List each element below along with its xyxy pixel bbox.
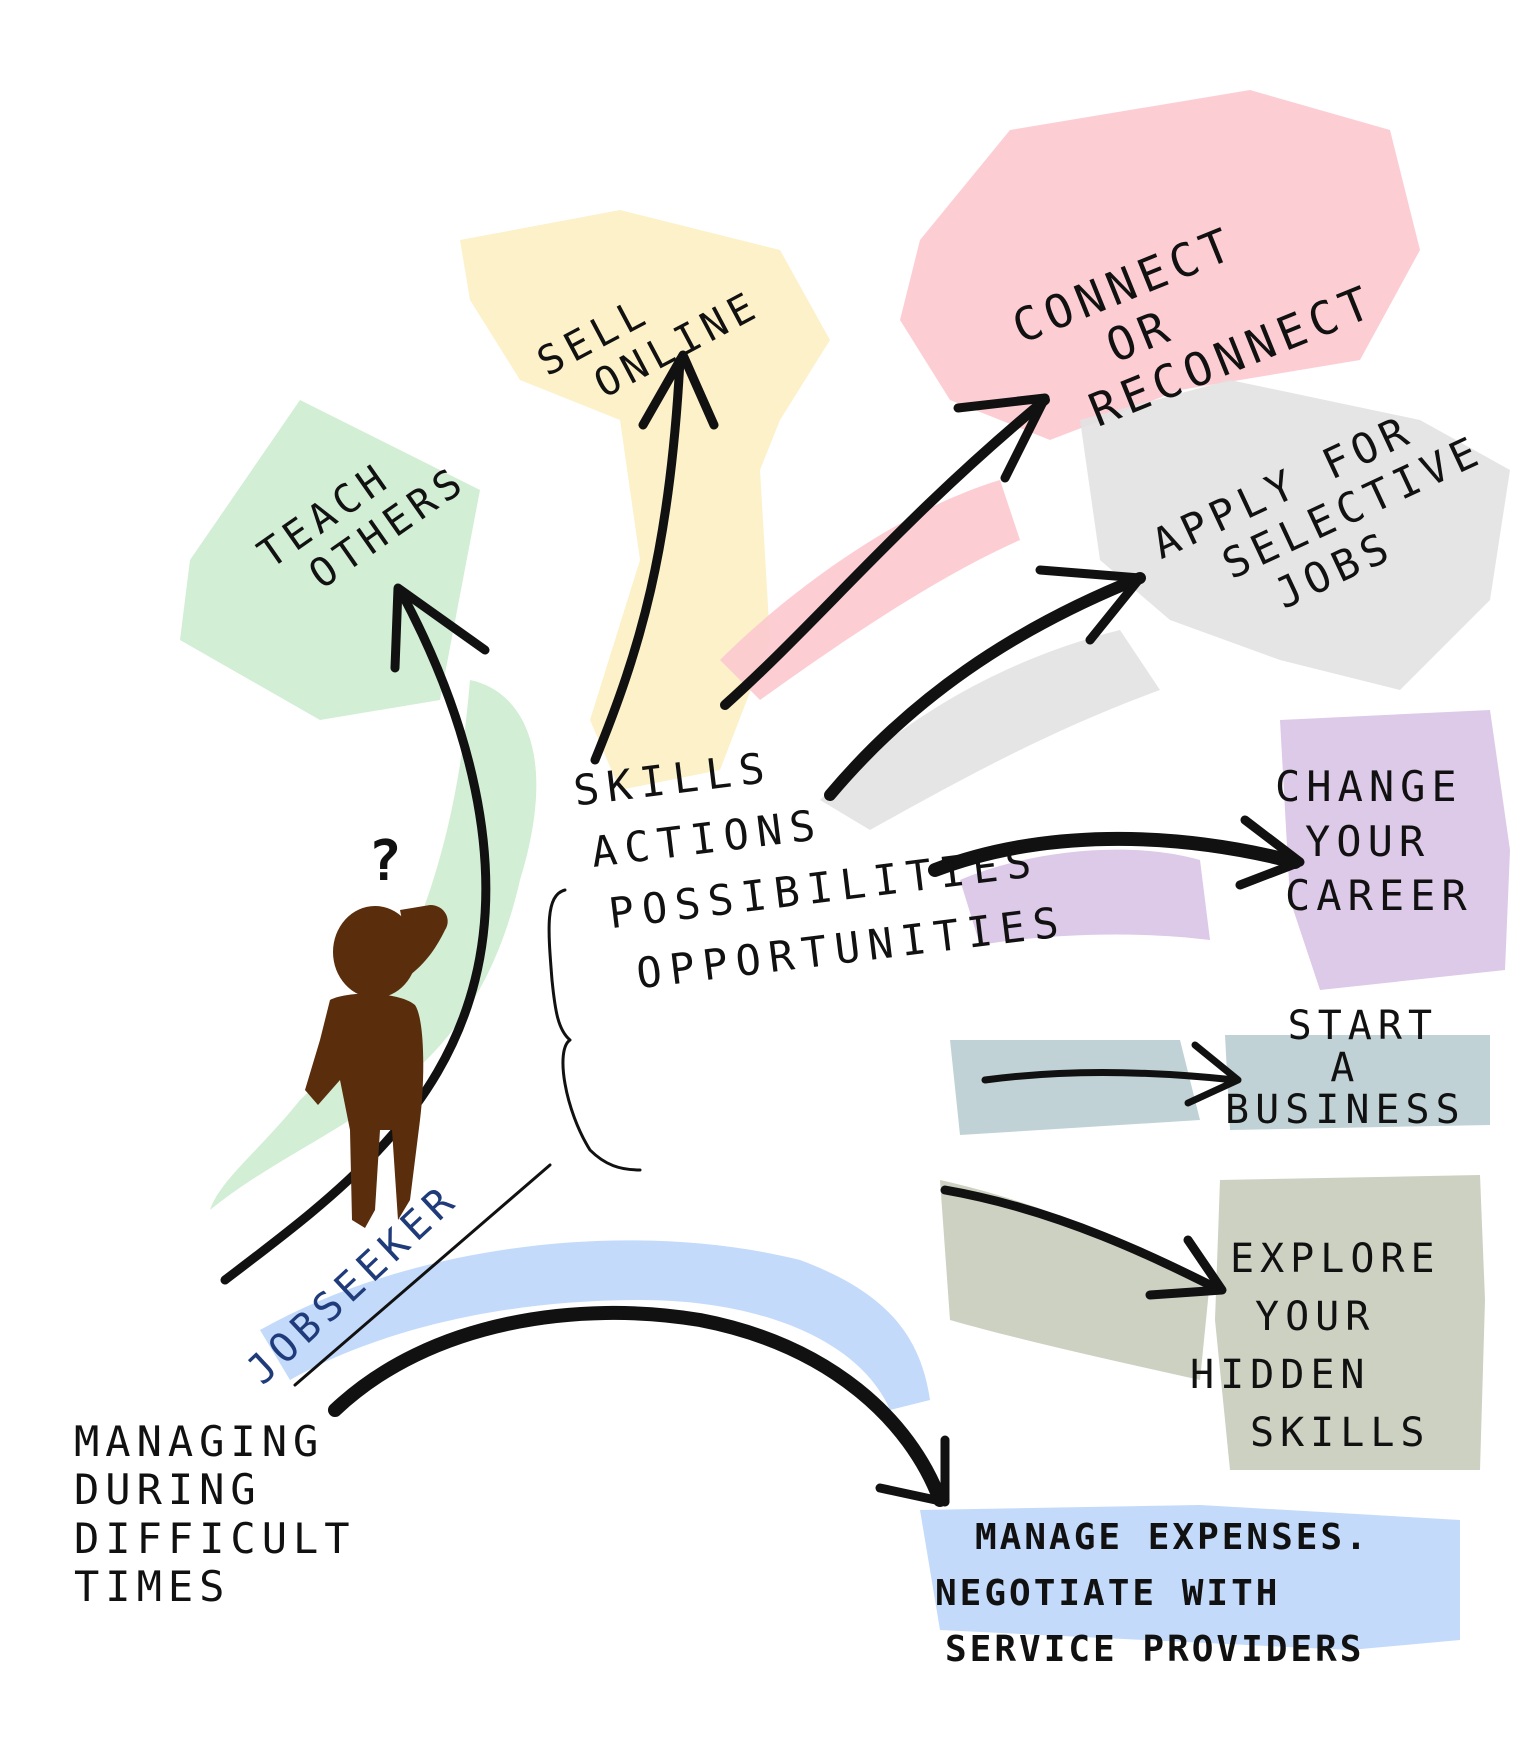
patch-apply-trail (820, 630, 1160, 830)
patch-teach-trail (210, 680, 537, 1210)
business-line-3: BUSINESS (1225, 1087, 1466, 1133)
arrow-manage (328, 1305, 947, 1507)
patch-connect-trail (720, 480, 1020, 700)
title-line-2: DURING (74, 1465, 262, 1515)
explore-line-2: YOUR (1255, 1294, 1376, 1340)
patch-business-right (1225, 1035, 1490, 1130)
jobseeker-underline (293, 1163, 552, 1387)
patch-manage (920, 1505, 1460, 1650)
explore-line-4: SKILLS (1250, 1410, 1431, 1456)
arrow-connect (720, 395, 1050, 710)
arrow-explore (940, 1185, 1225, 1295)
diagram-title: MANAGING DURING DIFFICULT TIMES (74, 1417, 356, 1611)
figure-body (305, 993, 424, 1228)
label-career: CHANGE YOUR CAREER (1275, 760, 1473, 924)
title-line-3: DIFFICULT (74, 1513, 356, 1563)
patch-connect (900, 90, 1420, 440)
business-line-1: START (1287, 1003, 1439, 1049)
arrow-manage-head (875, 1435, 950, 1507)
arrow-business-head (1184, 1041, 1242, 1107)
center-brace (547, 888, 642, 1172)
explore-line-1: EXPLORE (1230, 1236, 1441, 1282)
manage-line-2: NEGOTIATE WITH (935, 1572, 1281, 1614)
manage-line-1: MANAGE EXPENSES. (975, 1517, 1370, 1558)
patch-career-trail (960, 849, 1210, 945)
title-line-1: MANAGING (74, 1417, 325, 1466)
business-line-2: A (1330, 1045, 1361, 1091)
patch-apply (1080, 380, 1510, 690)
arrow-connect-head (953, 393, 1050, 483)
career-line-2: YOUR (1305, 816, 1431, 866)
manage-line-3: SERVICE PROVIDERS (945, 1628, 1365, 1670)
arrow-teach (220, 585, 491, 1285)
label-explore: EXPLORE YOUR HIDDEN SKILLS (1190, 1230, 1441, 1462)
question-mark: ? (368, 829, 402, 894)
figure-person (305, 905, 448, 1228)
arrow-business (981, 1069, 1239, 1084)
arrow-career (928, 831, 1302, 877)
patch-teach (180, 400, 480, 720)
patch-explore-trail (940, 1180, 1210, 1380)
patch-career (1280, 710, 1510, 990)
explore-line-3: HIDDEN (1190, 1352, 1371, 1398)
figure-head (333, 906, 417, 998)
label-business: START A BUSINESS (1225, 1003, 1466, 1131)
patch-business (950, 1040, 1200, 1135)
career-line-1: CHANGE (1275, 762, 1463, 811)
arrow-teach-head (390, 583, 490, 673)
arrow-career-head (1235, 815, 1305, 890)
arrow-sell (590, 355, 685, 765)
arrow-apply (824, 572, 1146, 801)
label-manage: MANAGE EXPENSES. NEGOTIATE WITH SERVICE … (935, 1510, 1370, 1677)
patch-manage-arc (260, 1240, 930, 1410)
patch-explore (1215, 1175, 1485, 1470)
arrow-sell-head (638, 350, 719, 430)
career-line-3: CAREER (1285, 871, 1473, 921)
arrow-apply-head (1035, 565, 1145, 645)
title-line-4: TIMES (74, 1561, 231, 1611)
arrow-explore-head (1145, 1235, 1227, 1300)
figure-arm-raised (400, 905, 448, 975)
